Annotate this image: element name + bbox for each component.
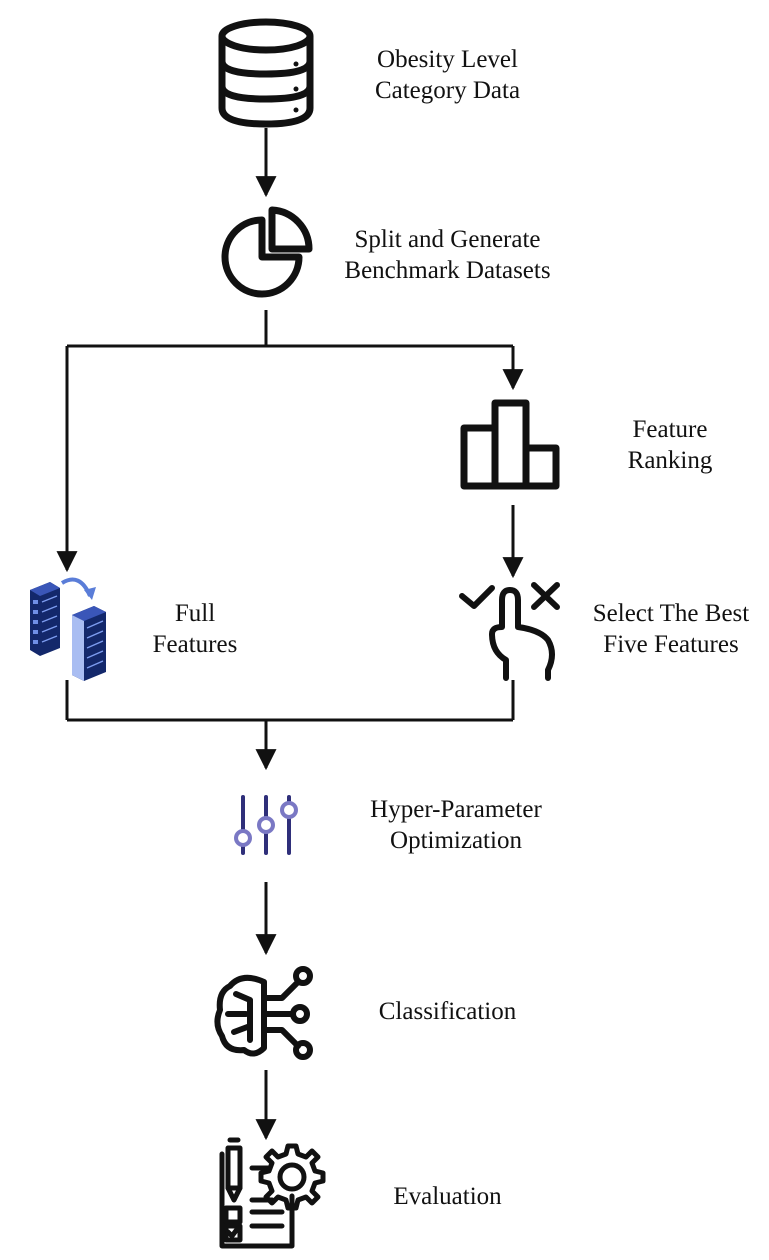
label-hyper-parameter: Hyper-Parameter Optimization <box>345 794 567 856</box>
label-select-best-line2: Five Features <box>603 631 739 658</box>
label-select-best-line1: Select The Best <box>592 600 750 627</box>
hand-select-icon <box>459 582 560 681</box>
label-evaluation: Evaluation <box>365 1181 530 1212</box>
label-hyper-parameter-line1: Hyper-Parameter <box>370 796 542 823</box>
label-obesity-data-line1: Obesity Level <box>377 46 518 73</box>
label-evaluation-line1: Evaluation <box>393 1183 502 1210</box>
label-obesity-data: Obesity Level Category Data <box>340 44 555 106</box>
label-hyper-parameter-line2: Optimization <box>390 827 522 854</box>
label-feature-ranking-line1: Feature <box>632 416 708 443</box>
label-feature-ranking-line2: Ranking <box>627 447 713 474</box>
close-icon <box>531 582 560 610</box>
bar-chart-icon <box>460 399 560 490</box>
check-icon <box>459 585 495 609</box>
label-obesity-data-line2: Category Data <box>374 77 521 104</box>
label-feature-ranking: Feature Ranking <box>605 414 735 476</box>
label-full-features-line1: Full <box>174 600 216 627</box>
label-full-features-line2: Features <box>152 631 238 658</box>
label-select-best: Select The Best Five Features <box>578 598 764 660</box>
sliders-icon <box>234 795 298 855</box>
pie-chart-icon <box>221 206 313 298</box>
label-split-generate: Split and Generate Benchmark Datasets <box>320 224 575 286</box>
label-full-features: Full Features <box>135 598 255 660</box>
servers-icon <box>30 577 106 681</box>
ai-brain-icon <box>214 966 313 1060</box>
report-gear-icon <box>219 1137 326 1249</box>
label-split-generate-line2: Benchmark Datasets <box>344 257 551 284</box>
rotate-arrow-icon <box>60 577 92 597</box>
database-icon <box>218 18 314 128</box>
connectors <box>56 128 524 1141</box>
label-split-generate-line1: Split and Generate <box>354 226 541 253</box>
label-classification: Classification <box>350 996 545 1027</box>
label-classification-line1: Classification <box>378 998 517 1025</box>
